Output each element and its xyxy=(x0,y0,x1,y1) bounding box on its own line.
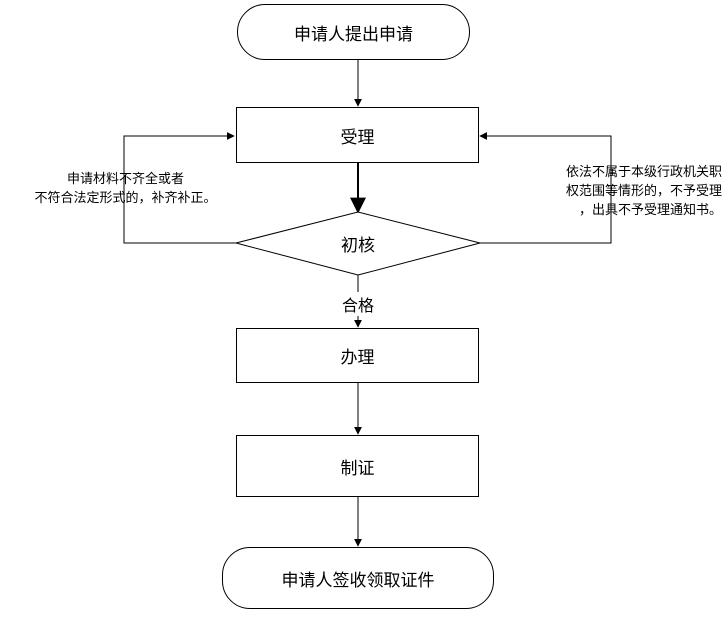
review-node: 初核 xyxy=(318,228,398,258)
right-note-line-2: 权范围等情形的，不予受理 xyxy=(565,184,722,199)
review-node-label: 初核 xyxy=(341,235,375,256)
start-node-label: 申请人提出申请 xyxy=(294,24,413,45)
review-decision-shape xyxy=(235,211,481,276)
accept-node-label: 受理 xyxy=(340,127,375,148)
certify-node-label: 制证 xyxy=(340,458,375,479)
accept-node: 受理 xyxy=(236,107,479,163)
start-node: 申请人提出申请 xyxy=(237,4,470,60)
process-node: 办理 xyxy=(236,328,479,383)
left-note-line-2: 不符合法定形式的，补齐补正。 xyxy=(34,191,217,206)
left-note-line-1: 申请材料不齐全或者 xyxy=(66,172,184,187)
end-node: 申请人签收领取证件 xyxy=(222,547,494,609)
process-node-label: 办理 xyxy=(340,348,375,368)
pass-label: 合格 xyxy=(341,292,376,316)
connector-left-loop xyxy=(123,132,236,244)
certify-node: 制证 xyxy=(236,435,479,497)
connector-right-loop xyxy=(479,132,612,244)
right-note-line-3: ，出具不予受理通知书。 xyxy=(578,203,722,218)
right-loop-note: 依法不属于本级行政机关职 权范围等情形的，不予受理 ，出具不予受理通知书。 xyxy=(508,163,722,220)
end-node-label: 申请人签收领取证件 xyxy=(281,570,435,591)
left-loop-note: 申请材料不齐全或者 不符合法定形式的，补齐补正。 xyxy=(8,170,243,208)
right-note-line-1: 依法不属于本级行政机关职 xyxy=(565,165,722,180)
